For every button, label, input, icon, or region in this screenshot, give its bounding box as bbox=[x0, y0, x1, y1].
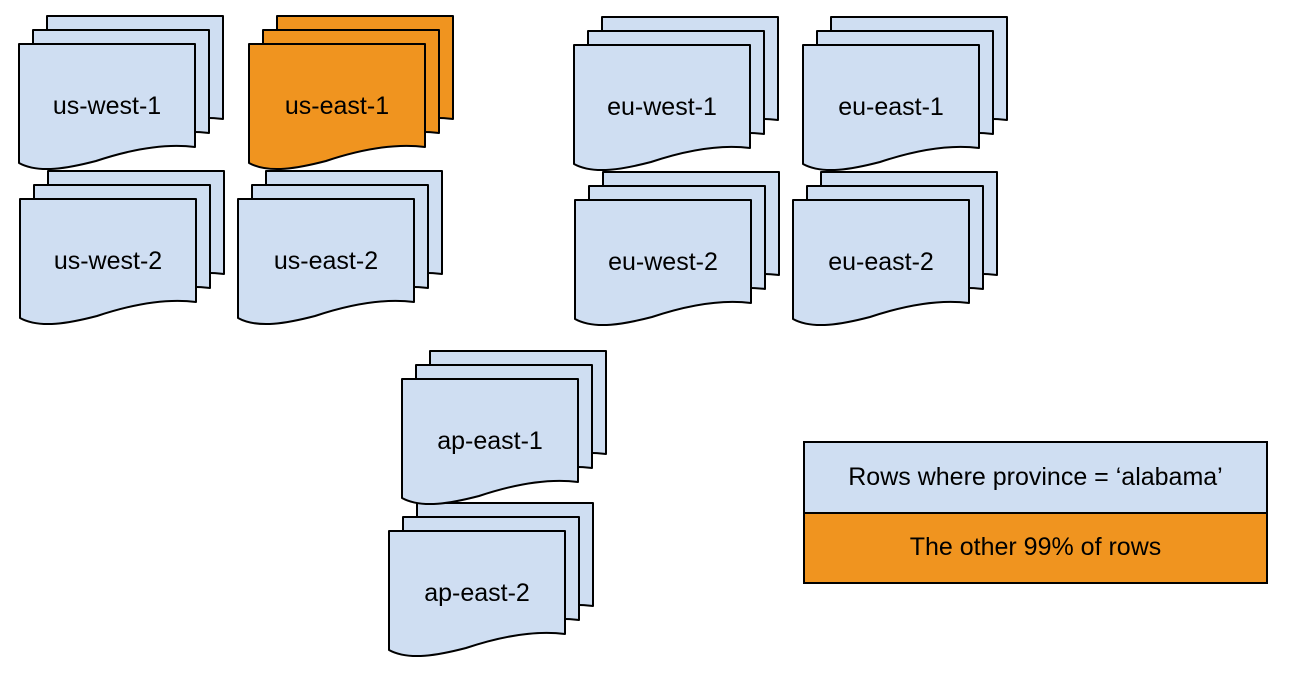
region-label-ap-east-1: ap-east-1 bbox=[437, 426, 543, 455]
legend-item-other-rows-label: The other 99% of rows bbox=[909, 533, 1162, 562]
region-label-eu-east-1: eu-east-1 bbox=[838, 92, 944, 121]
region-stack-us-west-1: us-west-1 bbox=[17, 14, 226, 176]
region-label-eu-east-2: eu-east-2 bbox=[828, 247, 934, 276]
region-stack-ap-east-1: ap-east-1 bbox=[400, 349, 609, 511]
region-stack-eu-east-2: eu-east-2 bbox=[791, 170, 1000, 332]
region-label-us-west-1: us-west-1 bbox=[52, 91, 162, 120]
region-label-eu-west-2: eu-west-2 bbox=[608, 247, 718, 276]
legend-item-alabama-rows: Rows where province = ‘alabama’ bbox=[805, 443, 1266, 512]
region-stack-us-west-2: us-west-2 bbox=[18, 169, 227, 331]
region-label-us-west-2: us-west-2 bbox=[53, 246, 163, 275]
region-stack-eu-west-2: eu-west-2 bbox=[573, 170, 782, 332]
legend-item-alabama-rows-label: Rows where province = ‘alabama’ bbox=[848, 462, 1223, 491]
region-stack-eu-east-1: eu-east-1 bbox=[801, 15, 1010, 177]
region-label-us-east-2: us-east-2 bbox=[273, 246, 379, 275]
region-stack-us-east-1: us-east-1 bbox=[247, 14, 456, 176]
region-label-us-east-1: us-east-1 bbox=[284, 91, 390, 120]
legend-item-other-rows: The other 99% of rows bbox=[805, 511, 1266, 582]
region-stack-eu-west-1: eu-west-1 bbox=[572, 15, 781, 177]
legend: Rows where province = ‘alabama’ The othe… bbox=[803, 441, 1268, 584]
region-label-ap-east-2: ap-east-2 bbox=[424, 578, 530, 607]
region-stack-ap-east-2: ap-east-2 bbox=[387, 501, 596, 663]
region-label-eu-west-1: eu-west-1 bbox=[607, 92, 717, 121]
region-stack-us-east-2: us-east-2 bbox=[236, 169, 445, 331]
